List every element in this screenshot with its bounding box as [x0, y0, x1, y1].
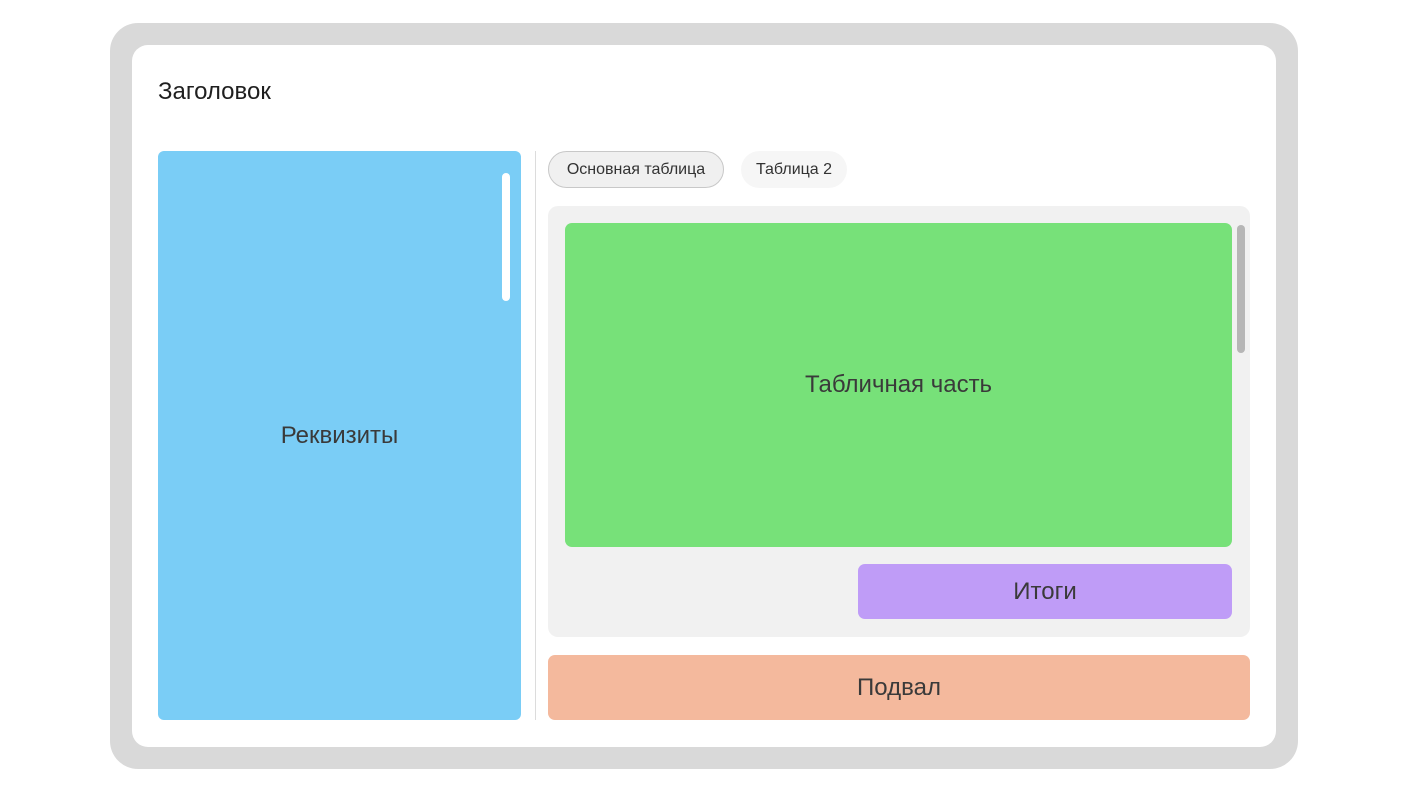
table-label: Табличная часть — [804, 371, 993, 398]
footer-label: Подвал — [857, 673, 941, 701]
footer-section: Подвал — [548, 655, 1250, 720]
tab-label: Основная таблица — [566, 160, 706, 178]
table-scrollbar[interactable] — [1237, 225, 1245, 353]
panel-divider[interactable] — [535, 151, 536, 720]
totals-label: Итоги — [1013, 577, 1077, 605]
table-section: Табличная часть — [565, 223, 1232, 547]
page-title: Заголовок — [158, 78, 271, 105]
totals-section: Итоги — [858, 564, 1232, 619]
details-panel: Реквизиты — [158, 151, 521, 720]
tab-table-2[interactable]: Таблица 2 — [741, 151, 847, 188]
details-scrollbar[interactable] — [502, 173, 510, 301]
tab-main-table[interactable]: Основная таблица — [548, 151, 724, 188]
details-label: Реквизиты — [280, 421, 399, 449]
tab-label: Таблица 2 — [755, 160, 833, 178]
